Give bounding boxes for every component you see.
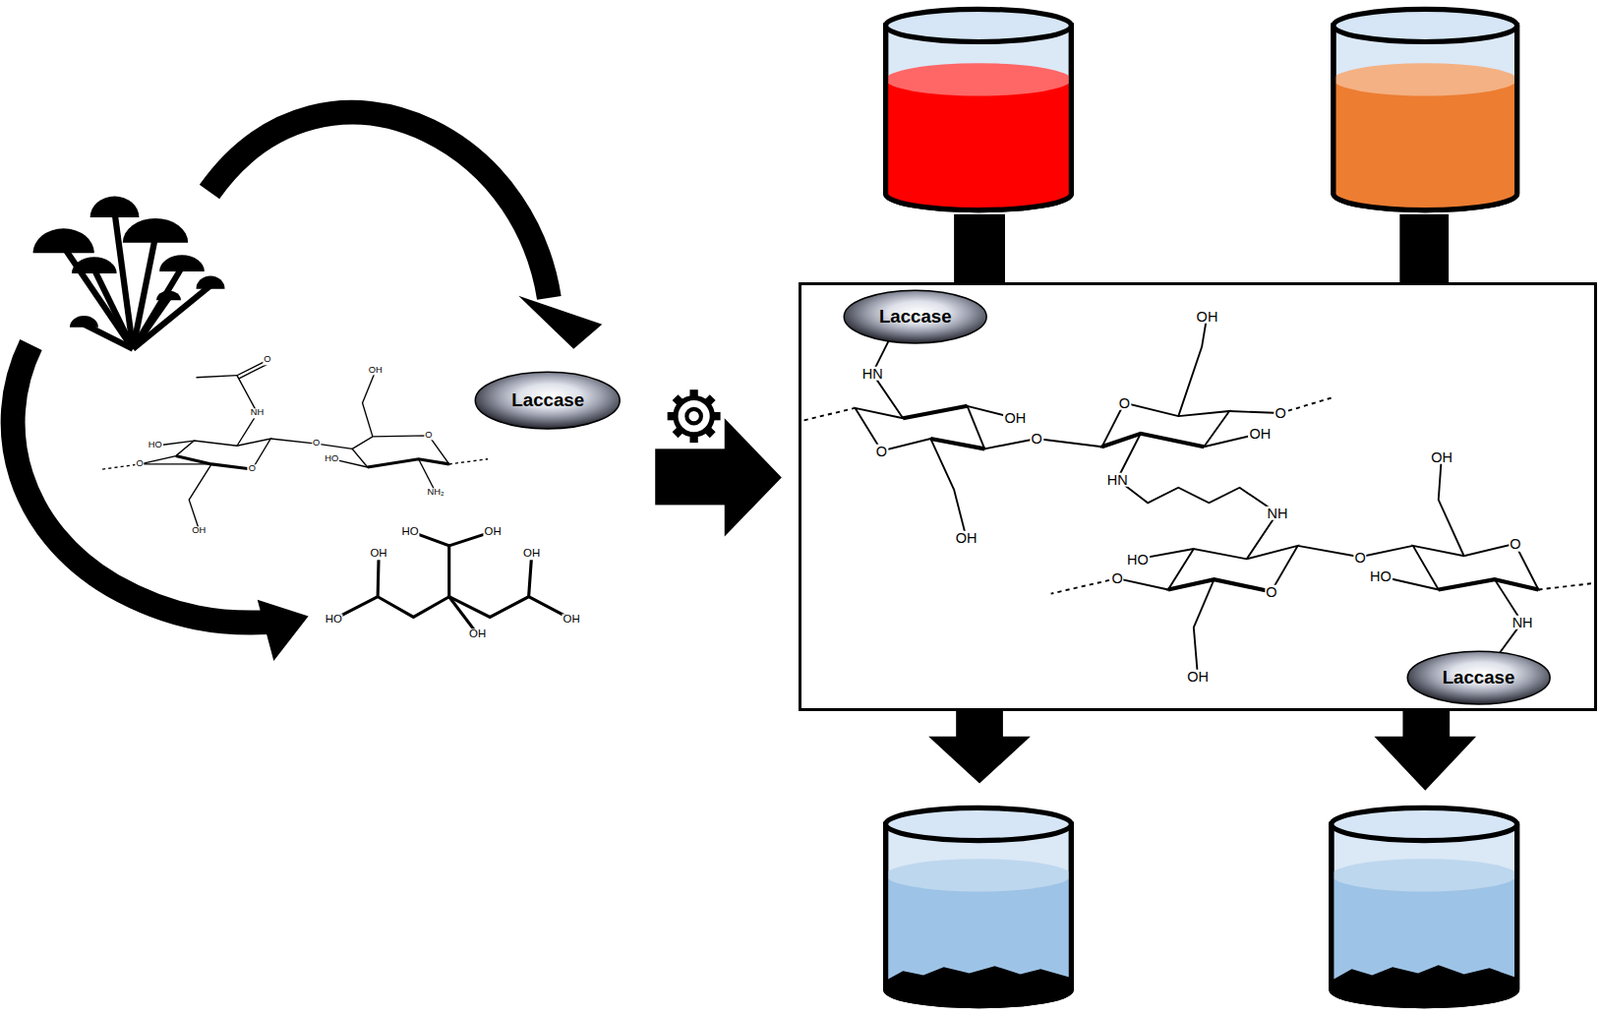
atom-label: O xyxy=(423,430,433,440)
flow-arrow xyxy=(1402,711,1450,739)
curved-arrow xyxy=(209,112,549,298)
mushroom-cap xyxy=(156,290,181,300)
mushroom-cap xyxy=(71,256,118,274)
atom-label: NH xyxy=(1266,506,1290,522)
beaker-clean xyxy=(886,807,1072,1006)
mushroom-cap xyxy=(33,228,95,253)
arrow-head xyxy=(518,296,602,350)
flow-bar xyxy=(953,214,1006,285)
beaker-dye-orange xyxy=(1333,8,1518,210)
atom-label: O xyxy=(311,439,321,449)
atom-label: O xyxy=(1508,536,1522,552)
atom-label: OH xyxy=(954,531,979,546)
atom-label: O xyxy=(1353,549,1366,565)
atom-label: HN xyxy=(1106,472,1129,487)
enzyme-label: Laccase xyxy=(879,305,952,328)
crosslinked-chitosan xyxy=(804,316,1593,677)
mushroom-icon xyxy=(33,196,226,350)
atom-label: O xyxy=(1118,396,1131,412)
atom-label: O xyxy=(1030,431,1044,447)
mushroom-cap xyxy=(90,196,140,219)
atom-label: HN xyxy=(861,366,885,382)
atom-label: O xyxy=(247,465,257,475)
flow-bar xyxy=(1399,214,1449,285)
atom-label: OH xyxy=(190,526,207,535)
atom-label: NH₂ xyxy=(426,488,446,498)
atom-label: NH xyxy=(249,409,265,418)
atom-label: O xyxy=(1264,585,1278,600)
mushroom-cap xyxy=(122,218,188,243)
mushroom-cap xyxy=(196,275,226,289)
atom-label: OH xyxy=(1195,308,1220,324)
enzyme-ellipse: Laccase xyxy=(841,288,989,346)
beaker-clean xyxy=(1331,807,1518,1008)
atom-label: OH xyxy=(1429,450,1454,466)
flow-arrow xyxy=(928,736,1031,784)
enzyme-ellipse: Laccase xyxy=(1405,649,1552,707)
enzyme-label: Laccase xyxy=(511,389,585,412)
atom-label: OH xyxy=(522,548,541,560)
atom-label: O xyxy=(135,459,145,469)
atom-label: NH xyxy=(1511,615,1535,631)
arrow-head xyxy=(257,599,309,661)
atom-label: OH xyxy=(368,548,388,560)
atom-label: HO xyxy=(147,441,164,451)
curved-arrow xyxy=(12,345,268,624)
atom-label: OH xyxy=(367,365,384,375)
gear-icon xyxy=(667,389,721,443)
product-box: HNOHOOOHOHOOOHHNNHOHOOHOHOOONHOHLaccaseL… xyxy=(798,282,1597,712)
mushroom-stem xyxy=(132,267,182,350)
atom-label: OH xyxy=(483,526,503,537)
atom-label: OH xyxy=(562,613,582,625)
flow-arrow xyxy=(1373,736,1477,791)
atom-label: O xyxy=(1111,571,1125,587)
atom-label: HO xyxy=(323,454,340,464)
mushroom-stem xyxy=(83,324,133,350)
atom-label: OH xyxy=(1185,669,1210,685)
atom-label: HO xyxy=(324,613,344,625)
mushroom-cap xyxy=(69,315,99,328)
atom-label: O xyxy=(1274,406,1288,421)
mushroom-stem xyxy=(132,285,211,349)
flow-arrow xyxy=(955,711,1004,739)
atom-label: OH xyxy=(1248,426,1273,442)
atom-label: OH xyxy=(1004,411,1028,426)
atom-label: HO xyxy=(1125,551,1150,567)
enzyme-ellipse: Laccase xyxy=(473,369,622,431)
atom-label: O xyxy=(875,443,889,459)
atom-label: HO xyxy=(401,526,420,537)
beaker-dye-red xyxy=(886,8,1072,210)
process-arrow xyxy=(724,417,782,536)
polyol-structure xyxy=(334,531,573,635)
atom-label: OH xyxy=(468,629,487,641)
enzyme-label: Laccase xyxy=(1442,666,1516,689)
process-arrow xyxy=(654,448,727,505)
chitosan-structure xyxy=(102,359,488,531)
atom-label: HO xyxy=(1368,569,1393,585)
mushroom-cap xyxy=(159,254,205,272)
atom-label: O xyxy=(262,355,272,365)
mushroom-stem xyxy=(132,297,169,350)
